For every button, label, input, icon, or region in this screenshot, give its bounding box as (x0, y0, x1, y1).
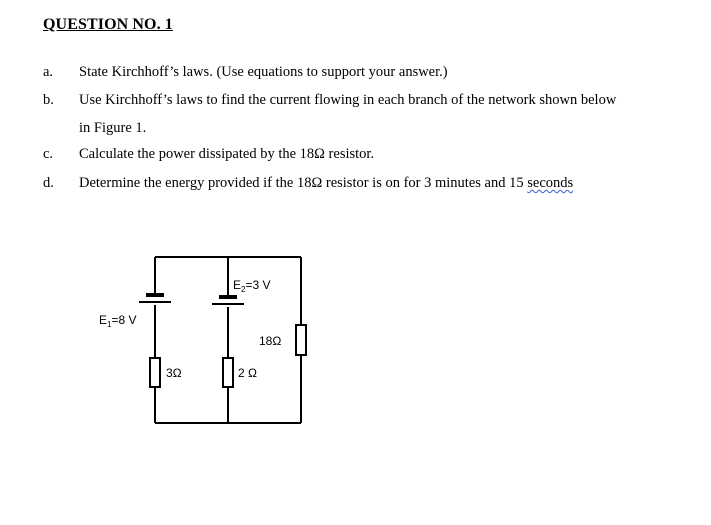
item-d-text: Determine the energy provided if the 18Ω… (79, 175, 573, 192)
item-b-text-line-1: Use Kirchhoff’s laws to find the current… (79, 92, 617, 108)
e2-symbol: E (233, 278, 241, 292)
spellcheck-marked-word: seconds (527, 175, 574, 191)
item-a-text: State Kirchhoff’s laws. (Use equations t… (79, 64, 448, 80)
e2-value: =3 V (245, 278, 270, 292)
e1-value: =8 V (111, 313, 136, 327)
resistor-3-ohm (149, 357, 161, 388)
e2-label: E2=3 V (233, 278, 271, 294)
item-c-letter: c. (43, 146, 54, 162)
question-heading: QUESTION NO. 1 (43, 16, 173, 33)
circuit-wires (154, 256, 302, 424)
e1-symbol: E (99, 313, 107, 327)
e1-label: E1=8 V (99, 313, 137, 329)
item-c-text: Calculate the power dissipated by the 18… (79, 146, 375, 162)
circuit-figure: E1=8 V E2=3 V 3Ω 2 Ω 18Ω (99, 256, 307, 424)
battery-e2 (212, 295, 244, 305)
e2-subscript: 2 (241, 285, 246, 294)
resistor-18-ohm (295, 324, 307, 356)
item-b-letter: b. (43, 92, 54, 108)
r3-label: 18Ω (259, 334, 281, 348)
battery-e1 (139, 293, 171, 303)
r1-label: 3Ω (166, 366, 182, 380)
item-b-text-line-2: in Figure 1. (79, 120, 147, 136)
resistor-2-ohm (222, 357, 234, 388)
item-d-letter: d. (43, 175, 54, 191)
r2-label: 2 Ω (238, 366, 257, 380)
item-a-letter: a. (43, 64, 54, 80)
item-d-text-main: Determine the energy provided if the 18Ω… (79, 175, 528, 191)
e1-subscript: 1 (107, 320, 112, 329)
